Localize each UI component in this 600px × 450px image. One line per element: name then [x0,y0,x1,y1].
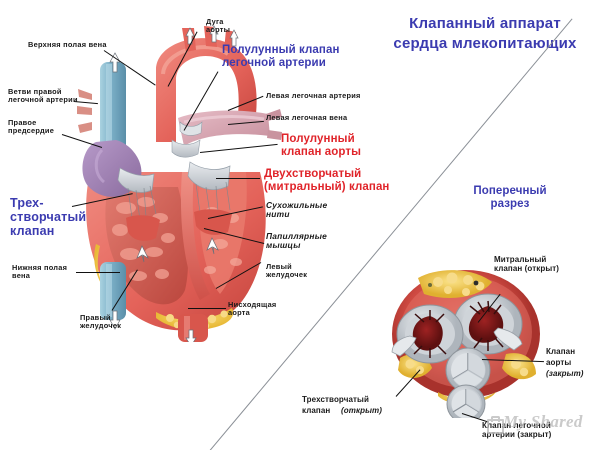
label-pulmonary-semilunar-valve: Полулунный клапан легочной артерии [222,44,340,69]
label-tricuspid-valve-open-line1: Трехстворчатый [302,395,369,404]
label-inferior-vena-cava: Нижняя полая вена [12,263,68,281]
label-left-pulmonary-artery: Левая легочная артерия [266,91,361,100]
label-left-pulmonary-vein: Левая легочная вена [266,113,348,122]
label-superior-vena-cava: Верхняя полая вена [28,40,107,49]
label-left-ventricle: Левый желудочек [266,262,308,280]
label-right-pulmonary-artery-branches: Ветви правой легочной артерии [8,87,78,105]
watermark-text: My Shared [503,412,583,431]
label-tricuspid-valve: Трех- створчатый клапан [10,196,87,238]
label-aortic-semilunar-valve: Полулунный клапан аорты [281,133,362,158]
label-tricuspid-valve-open-line2: клапан [302,406,333,415]
label-mitral-valve-open: Митральный клапан (открыт) [494,255,560,273]
label-chordae-tendineae: Сухожильные нити [266,200,328,220]
label-papillary-muscles: Папиллярные мышцы [266,231,327,251]
heart-longitudinal-artwork [77,25,282,342]
transverse-section-heading: Поперечный разрез [473,185,547,210]
label-pulmonary-valve-closed: Клапан легочной артерии (закрыт) [482,421,552,439]
leader-descending-aorta [188,308,226,309]
label-aortic-valve-closed-line2: аорты [546,358,572,367]
page-title-line2: сердца млекопитающих [393,34,577,52]
label-aortic-arch: Дуга аорты [206,17,231,35]
label-mitral-bicuspid-valve: Двухстворчатый (митральный) клапан [264,168,390,193]
valve-transverse-artwork [391,270,540,418]
label-right-atrium: Правое предсердие [8,118,55,136]
leader-inferior-vena-cava [76,272,120,273]
label-aortic-valve-closed-state: (закрыт) [546,369,584,378]
page-title-line1: Клапанный аппарат [409,15,561,32]
label-descending-aorta: Нисходящая аорта [228,300,277,318]
watermark-board-icon [487,416,504,434]
leader-mitral-valve [216,178,260,179]
label-aortic-valve-closed-line1: Клапан [546,347,576,356]
label-tricuspid-valve-open-state: (открыт) [341,406,383,415]
page-title: Клапанный аппарат сердца млекопитающих [372,14,598,53]
label-right-ventricle: Правый желудочек [80,313,122,331]
